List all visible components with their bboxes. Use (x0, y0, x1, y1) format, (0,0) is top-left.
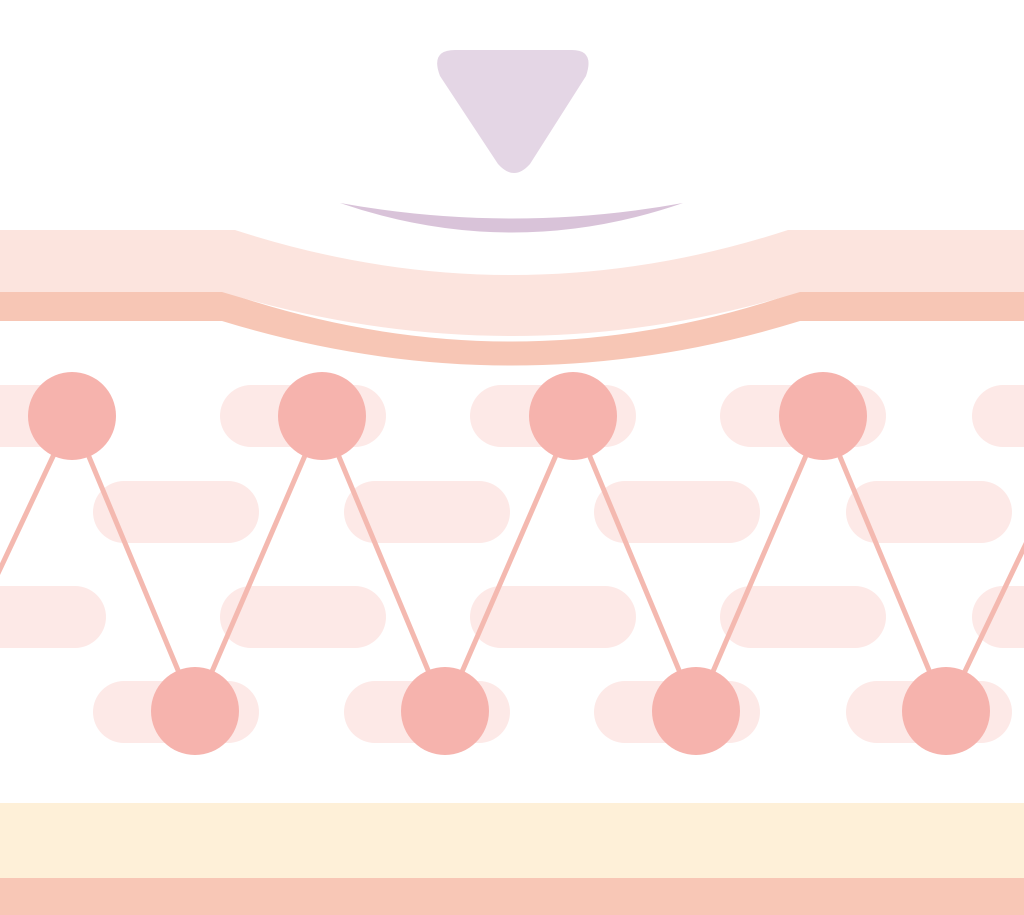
collagen-node-circle-icon (529, 372, 617, 460)
skin-epidermis-layer (0, 230, 1024, 336)
collagen-fiber-pill (972, 385, 1024, 447)
collagen-fiber-pill (846, 481, 1012, 543)
collagen-fiber-pill (594, 481, 760, 543)
muscle-base-layer (0, 878, 1024, 915)
collagen-fiber-pill (470, 586, 636, 648)
collagen-link (69, 413, 198, 714)
collagen-link (570, 413, 699, 714)
collagen-link (192, 413, 325, 714)
skin-dermis-layer (0, 291, 1024, 366)
collagen-link (693, 413, 826, 714)
collagen-node-circle-icon (902, 667, 990, 755)
collagen-node-circle-icon (151, 667, 239, 755)
energy-wave-arc-icon (340, 203, 683, 233)
collagen-node-circle-icon (652, 667, 740, 755)
collagen-node-layer (28, 372, 990, 755)
collagen-fiber-pill (720, 586, 886, 648)
collagen-link (820, 413, 949, 714)
collagen-node-circle-icon (278, 372, 366, 460)
applicator-triangle-icon (437, 50, 589, 173)
collagen-fiber-pill (220, 586, 386, 648)
collagen-fiber-pill (0, 586, 106, 648)
subcutaneous-fat-layer (0, 803, 1024, 878)
collagen-fiber-pill (344, 481, 510, 543)
collagen-link (319, 413, 448, 714)
collagen-fiber-pill (93, 481, 259, 543)
collagen-node-circle-icon (779, 372, 867, 460)
collagen-node-circle-icon (28, 372, 116, 460)
collagen-node-circle-icon (401, 667, 489, 755)
collagen-link (442, 413, 576, 714)
